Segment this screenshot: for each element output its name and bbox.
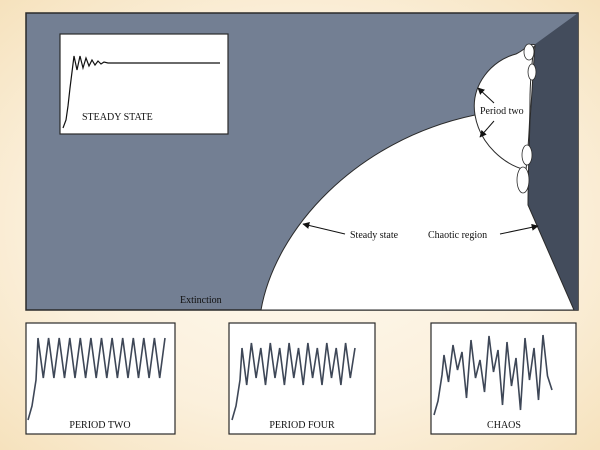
steady-state-inset: STEADY STATE: [59, 33, 229, 135]
chaos-title: CHAOS: [487, 420, 521, 431]
inset-trace: [62, 55, 220, 129]
panel-period-four: PERIOD FOUR: [228, 322, 376, 435]
steady-state-label: Steady state: [350, 230, 399, 241]
period-two-arrow-up: [477, 87, 495, 104]
chaos-trace: [433, 334, 553, 416]
panel-chaos: CHAOS: [430, 322, 577, 435]
chaotic-region-label: Chaotic region: [428, 230, 487, 241]
steady-state-arrow: [302, 222, 346, 235]
panel-period-two: PERIOD TWO: [25, 322, 176, 435]
period-four-title: PERIOD FOUR: [269, 420, 335, 431]
inset-title: STEADY STATE: [82, 112, 153, 123]
period-two-arrow-down: [479, 120, 495, 138]
cascade-bubble: [523, 43, 535, 61]
cascade-bubble: [516, 166, 530, 194]
period-two-label: Period two: [480, 106, 524, 117]
extinction-label: Extinction: [180, 295, 222, 306]
period-two-trace: [27, 337, 166, 421]
stable-region: [260, 43, 575, 311]
period-two-title: PERIOD TWO: [69, 420, 130, 431]
dark-region: [528, 13, 578, 310]
main-panel: Extinction Steady state Chaotic region P…: [25, 12, 579, 311]
period-four-trace: [231, 342, 356, 421]
cascade-bubble: [527, 63, 537, 81]
cascade-bubble: [521, 144, 533, 166]
inset-frame: [59, 33, 229, 135]
chaotic-region-arrow: [499, 223, 539, 235]
panel-frame: [430, 322, 577, 435]
